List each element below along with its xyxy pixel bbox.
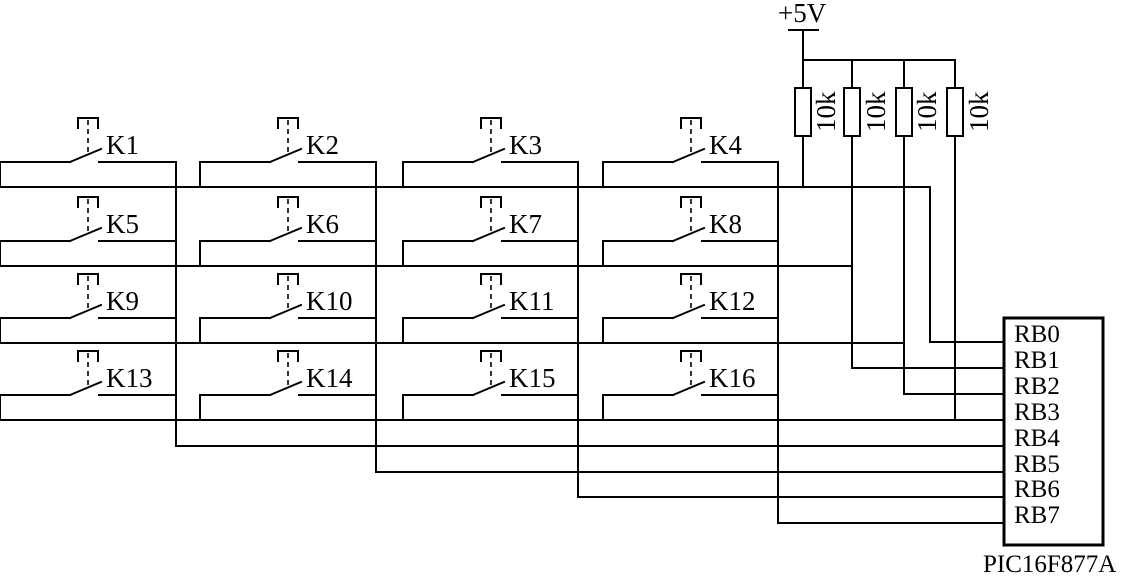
resistor-3-label: 10k	[912, 91, 942, 132]
pin-rb1: RB1	[1014, 347, 1060, 374]
key-switch: K4	[602, 117, 779, 188]
key-switch: K6	[199, 196, 377, 267]
pin-rb4: RB4	[1014, 425, 1060, 452]
chip-body	[1002, 316, 1105, 547]
key-switch: K2	[199, 117, 377, 188]
row-buses	[0, 186, 1005, 421]
chip-name: PIC16F877A	[983, 551, 1116, 577]
microcontroller: RB0 RB1 RB2 RB3 RB4 RB5 RB6 RB7 PIC16F87…	[983, 316, 1116, 577]
key-switch: K8	[602, 196, 779, 267]
key-label: K1	[106, 130, 139, 160]
key-switch: K3	[402, 117, 579, 188]
key-switch: K7	[402, 196, 579, 267]
pin-rb3: RB3	[1014, 399, 1060, 426]
key-label: K5	[106, 209, 139, 239]
key-label: K16	[709, 363, 756, 393]
key-label: K9	[106, 286, 139, 316]
key-switch: K9	[0, 273, 177, 344]
key-label: K3	[509, 130, 542, 160]
key-label: K2	[306, 130, 339, 160]
resistor-1-label: 10k	[811, 91, 841, 132]
key-label: K13	[106, 363, 153, 393]
key-switch: K1	[0, 117, 177, 188]
pin-rb0: RB0	[1014, 321, 1060, 348]
key-label: K15	[509, 363, 556, 393]
key-label: K6	[306, 209, 339, 239]
key-switch: K5	[0, 196, 177, 267]
key-switch: K10	[199, 273, 377, 344]
key-label: K12	[709, 286, 756, 316]
resistor-3: 10k	[895, 59, 942, 395]
key-label: K11	[509, 286, 555, 316]
power-supply: +5V	[778, 0, 827, 61]
key-label: K8	[709, 209, 742, 239]
key-switch: K11	[402, 273, 579, 344]
key-switch: K12	[602, 273, 779, 344]
key-label: K14	[306, 363, 353, 393]
pin-rb2: RB2	[1014, 373, 1060, 400]
resistor-4-label: 10k	[964, 91, 994, 132]
key-label: K4	[709, 130, 742, 160]
pin-rb5: RB5	[1014, 451, 1060, 478]
resistor-2-label: 10k	[861, 91, 891, 132]
resistor-1: 10k	[794, 59, 841, 188]
key-switch: K15	[402, 350, 579, 421]
key-label: K7	[509, 209, 542, 239]
pin-rb6: RB6	[1014, 476, 1060, 503]
resistor-4: 10k	[946, 59, 994, 421]
key-label: K10	[306, 286, 353, 316]
resistor-2: 10k	[843, 59, 891, 369]
column-buses	[175, 161, 1005, 524]
key-switch: K13	[0, 350, 177, 421]
key-switch: K16	[602, 350, 779, 421]
pin-rb7: RB7	[1014, 502, 1060, 529]
supply-label: +5V	[778, 0, 827, 28]
key-switch: K14	[199, 350, 377, 421]
